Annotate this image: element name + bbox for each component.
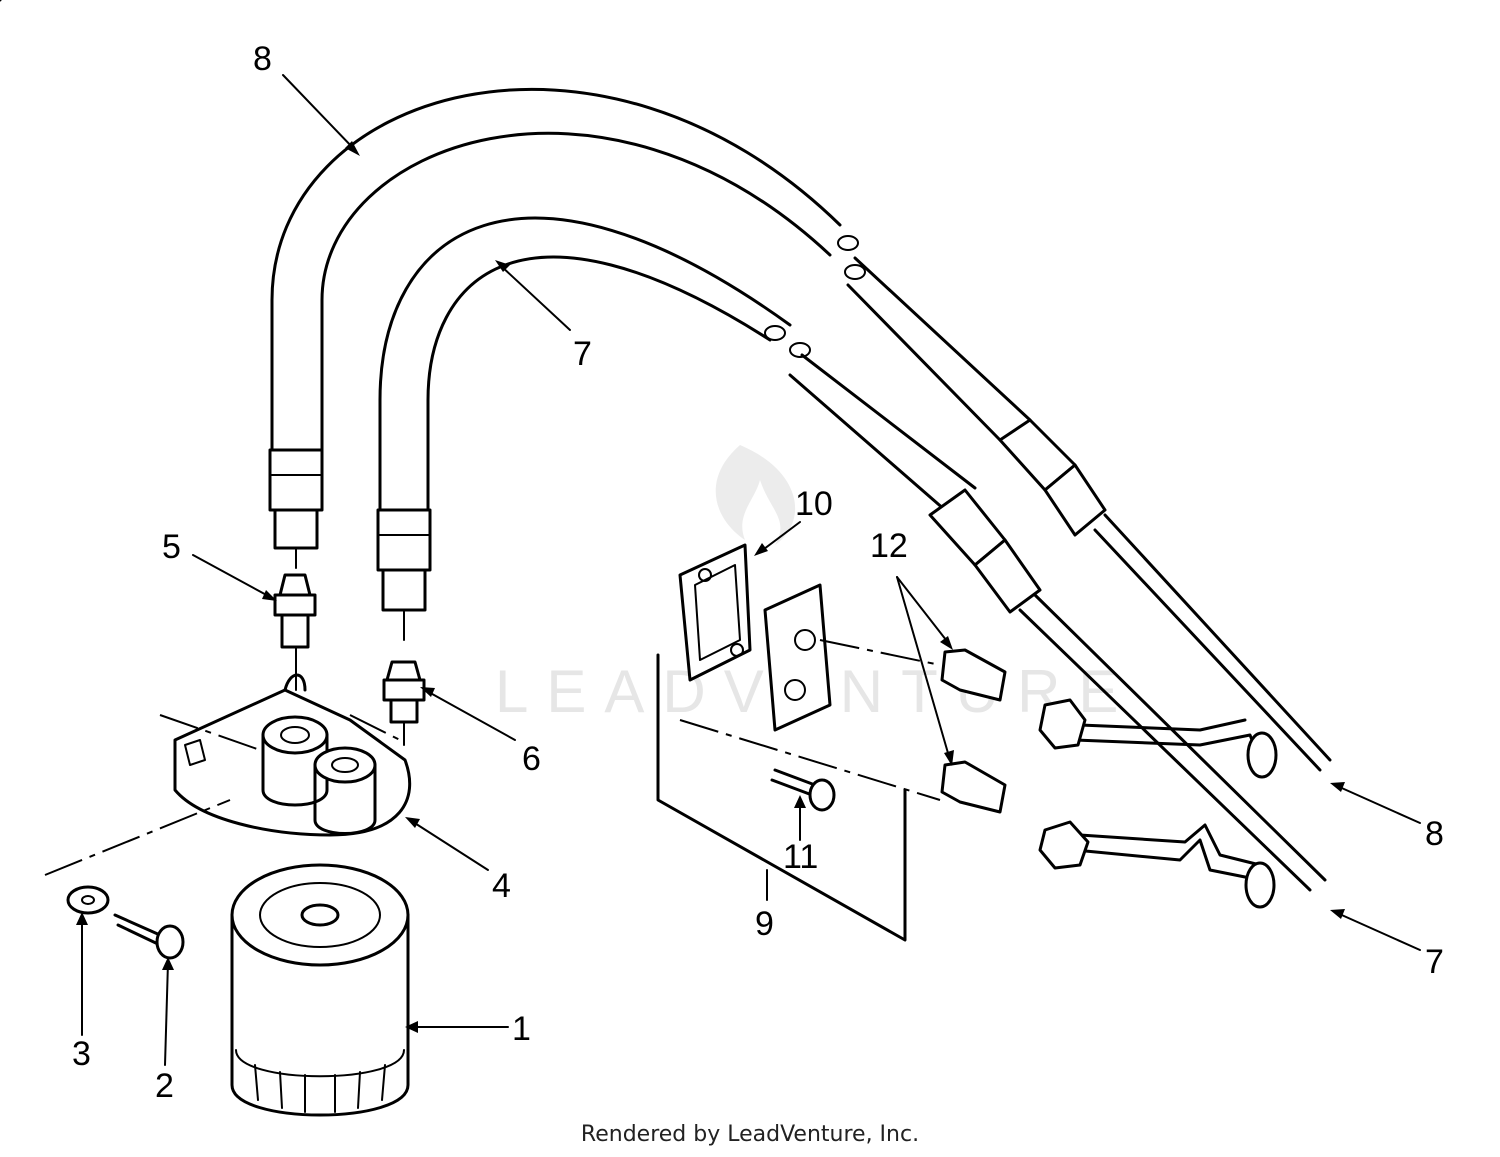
callout-7-right: 7 xyxy=(1425,943,1444,981)
fitting-6 xyxy=(382,660,426,746)
fitting-12-upper xyxy=(940,648,1007,702)
callout-6: 6 xyxy=(522,740,541,778)
callout-2: 2 xyxy=(155,1067,174,1105)
mounting-plate xyxy=(763,583,832,732)
filter-adapter xyxy=(159,673,412,837)
oil-filter xyxy=(230,863,410,1117)
hose-8 xyxy=(0,0,1332,772)
callout-7: 7 xyxy=(573,335,592,373)
footer-credit: Rendered by LeadVenture, Inc. xyxy=(580,1122,920,1147)
screw-2 xyxy=(113,913,185,960)
fitting-12-lower xyxy=(940,760,1007,814)
callout-3: 3 xyxy=(72,1035,91,1073)
flame-logo-icon xyxy=(715,445,796,545)
callout-8-right: 8 xyxy=(1425,815,1444,853)
hose-7 xyxy=(376,216,1327,892)
callout-9: 9 xyxy=(755,905,774,943)
callout-1: 1 xyxy=(512,1010,531,1048)
washer-3 xyxy=(66,885,110,915)
callout-4: 4 xyxy=(492,867,511,905)
fitting-5 xyxy=(273,573,317,691)
callout-11: 11 xyxy=(783,838,818,876)
screw-11 xyxy=(770,768,836,812)
bracket-9 xyxy=(656,653,907,942)
callout-5: 5 xyxy=(162,528,181,566)
callout-10: 10 xyxy=(795,485,833,523)
leader-lines xyxy=(76,74,1421,1066)
gasket-10 xyxy=(678,543,752,682)
callout-8: 8 xyxy=(253,40,272,78)
tube-lines xyxy=(1038,698,1278,909)
callout-12: 12 xyxy=(870,527,908,565)
